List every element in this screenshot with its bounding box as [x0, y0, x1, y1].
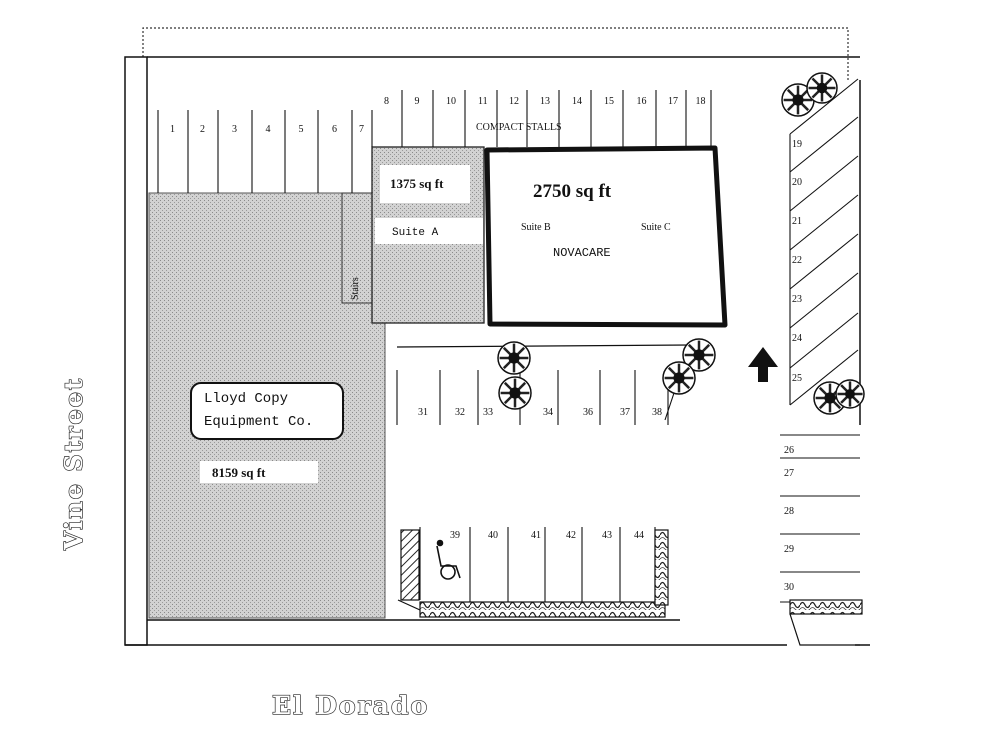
trees: [497, 72, 865, 415]
stall-label-21: 21: [792, 216, 802, 227]
stall-label-4: 4: [266, 124, 271, 135]
compact-stalls-label: COMPACT STALLS: [476, 122, 562, 133]
stall-label-44: 44: [634, 530, 644, 541]
stall-divider-diagonal: [789, 194, 859, 251]
hatched-curb: [400, 529, 420, 601]
stall-label-16: 16: [637, 96, 647, 107]
stall-divider-diagonal: [789, 116, 859, 173]
stall-label-2: 2: [200, 124, 205, 135]
suite-a-area: 1375 sq ft: [390, 176, 444, 191]
stall-label-11: 11: [478, 96, 488, 107]
bottom-hedge: [419, 601, 666, 618]
novacare-suites: 2750 sq ft Suite B Suite C NOVACARE: [484, 145, 728, 328]
stall-label-32: 32: [455, 407, 465, 418]
stall-label-34: 34: [543, 407, 553, 418]
stall-label-13: 13: [540, 96, 550, 107]
lloyd-name-line2: Equipment Co.: [204, 414, 313, 430]
stall-label-18: 18: [696, 96, 706, 107]
stall-divider-diagonal: [789, 312, 859, 369]
stall-label-17: 17: [668, 96, 678, 107]
stall-label-23: 23: [792, 294, 802, 305]
stall-divider-diagonal: [789, 155, 859, 212]
suite-c-label: Suite C: [641, 222, 671, 233]
stall-label-31: 31: [418, 407, 428, 418]
stall-label-15: 15: [604, 96, 614, 107]
stall-label-43: 43: [602, 530, 612, 541]
stall-label-37: 37: [620, 407, 630, 418]
stall-label-33: 33: [483, 407, 493, 418]
traffic-arrow-icon: [748, 347, 778, 382]
stall-label-10: 10: [446, 96, 456, 107]
tree-icon: [662, 361, 696, 395]
stall-label-25: 25: [792, 373, 802, 384]
stall-label-24: 24: [792, 333, 802, 344]
tree-icon: [806, 72, 838, 104]
stall-label-3: 3: [232, 124, 237, 135]
stall-label-36: 36: [583, 407, 593, 418]
suite-a-label: Suite A: [392, 227, 439, 239]
stairs-label: Stairs: [350, 277, 361, 300]
property-boundary: [142, 27, 849, 80]
tree-icon: [835, 379, 865, 409]
stall-label-8: 8: [384, 96, 389, 107]
stairs-block: [341, 192, 373, 304]
stall-divider-diagonal: [789, 349, 859, 406]
suite-b-label: Suite B: [521, 222, 551, 233]
vine-street-sidewalk: [124, 56, 148, 646]
el-dorado-label: El Dorado: [272, 691, 429, 720]
stall-label-9: 9: [415, 96, 420, 107]
tree-icon: [497, 341, 531, 375]
middle-island-edge: [396, 344, 691, 348]
wheelchair-icon: [436, 539, 461, 580]
stall-label-29: 29: [784, 544, 794, 555]
lloyd-name-line1: Lloyd Copy: [204, 391, 288, 407]
suite-a: 1375 sq ft Suite A: [371, 146, 485, 324]
lloyd-copy-building: Lloyd Copy Equipment Co. 8159 sq ft Stai…: [148, 192, 386, 619]
suite-a-label-box: [375, 218, 483, 244]
lloyd-area: 8159 sq ft: [212, 465, 266, 480]
stall-label-20: 20: [792, 177, 802, 188]
stall-divider-diagonal: [789, 233, 859, 290]
suite-a-area-box: [380, 165, 470, 203]
stall-label-40: 40: [488, 530, 498, 541]
stall-label-30: 30: [784, 582, 794, 593]
stall-label-7: 7: [359, 124, 364, 135]
stall-label-22: 22: [792, 255, 802, 266]
parking-stalls: [157, 78, 860, 603]
curb-line: [397, 599, 421, 611]
stall-label-6: 6: [332, 124, 337, 135]
stall-divider-diagonal: [789, 78, 859, 135]
stall-label-41: 41: [531, 530, 541, 541]
right-hedge-corner: [789, 613, 860, 646]
lloyd-area-box: [200, 461, 318, 483]
stall-label-19: 19: [792, 139, 802, 150]
stall-label-12: 12: [509, 96, 519, 107]
tree-icon: [498, 376, 532, 410]
bottom-right-hedge: [654, 529, 669, 606]
vine-street-label: Vine Street: [59, 377, 88, 551]
stall-label-42: 42: [566, 530, 576, 541]
stall-label-28: 28: [784, 506, 794, 517]
novacare-area: 2750 sq ft: [533, 181, 612, 202]
stall-label-26: 26: [784, 445, 794, 456]
stall-label-38: 38: [652, 407, 662, 418]
stall-label-5: 5: [299, 124, 304, 135]
lloyd-name-box: [190, 382, 344, 440]
stall-label-27: 27: [784, 468, 794, 479]
stall-label-14: 14: [572, 96, 582, 107]
stall-label-1: 1: [170, 124, 175, 135]
right-hedge: [789, 599, 863, 615]
site-outline: [124, 56, 870, 646]
stall-label-39: 39: [450, 530, 460, 541]
novacare-name: NOVACARE: [553, 246, 611, 260]
tree-icon: [682, 338, 716, 372]
stall-divider-diagonal: [789, 272, 859, 329]
